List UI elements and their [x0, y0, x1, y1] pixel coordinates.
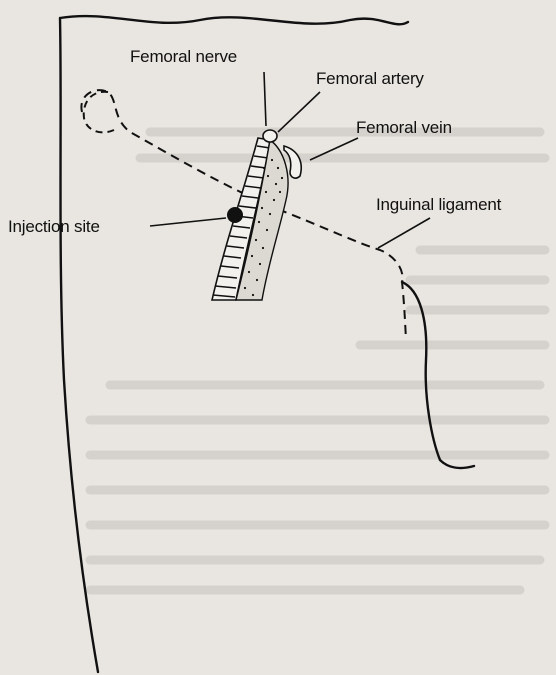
label-inguinal-ligament: Inguinal ligament	[376, 195, 502, 214]
leader-femoral-artery	[278, 92, 320, 132]
injection-site-marker	[227, 207, 243, 223]
label-injection-site: Injection site	[8, 217, 100, 236]
leader-inguinal-ligament	[378, 218, 430, 248]
leader-femoral-nerve	[264, 72, 266, 126]
label-femoral-vein: Femoral vein	[356, 118, 452, 137]
label-femoral-artery: Femoral artery	[316, 69, 424, 88]
inguinal-ligament-loop	[84, 92, 114, 133]
label-femoral-nerve: Femoral nerve	[130, 47, 237, 66]
leader-injection-site	[150, 218, 226, 226]
